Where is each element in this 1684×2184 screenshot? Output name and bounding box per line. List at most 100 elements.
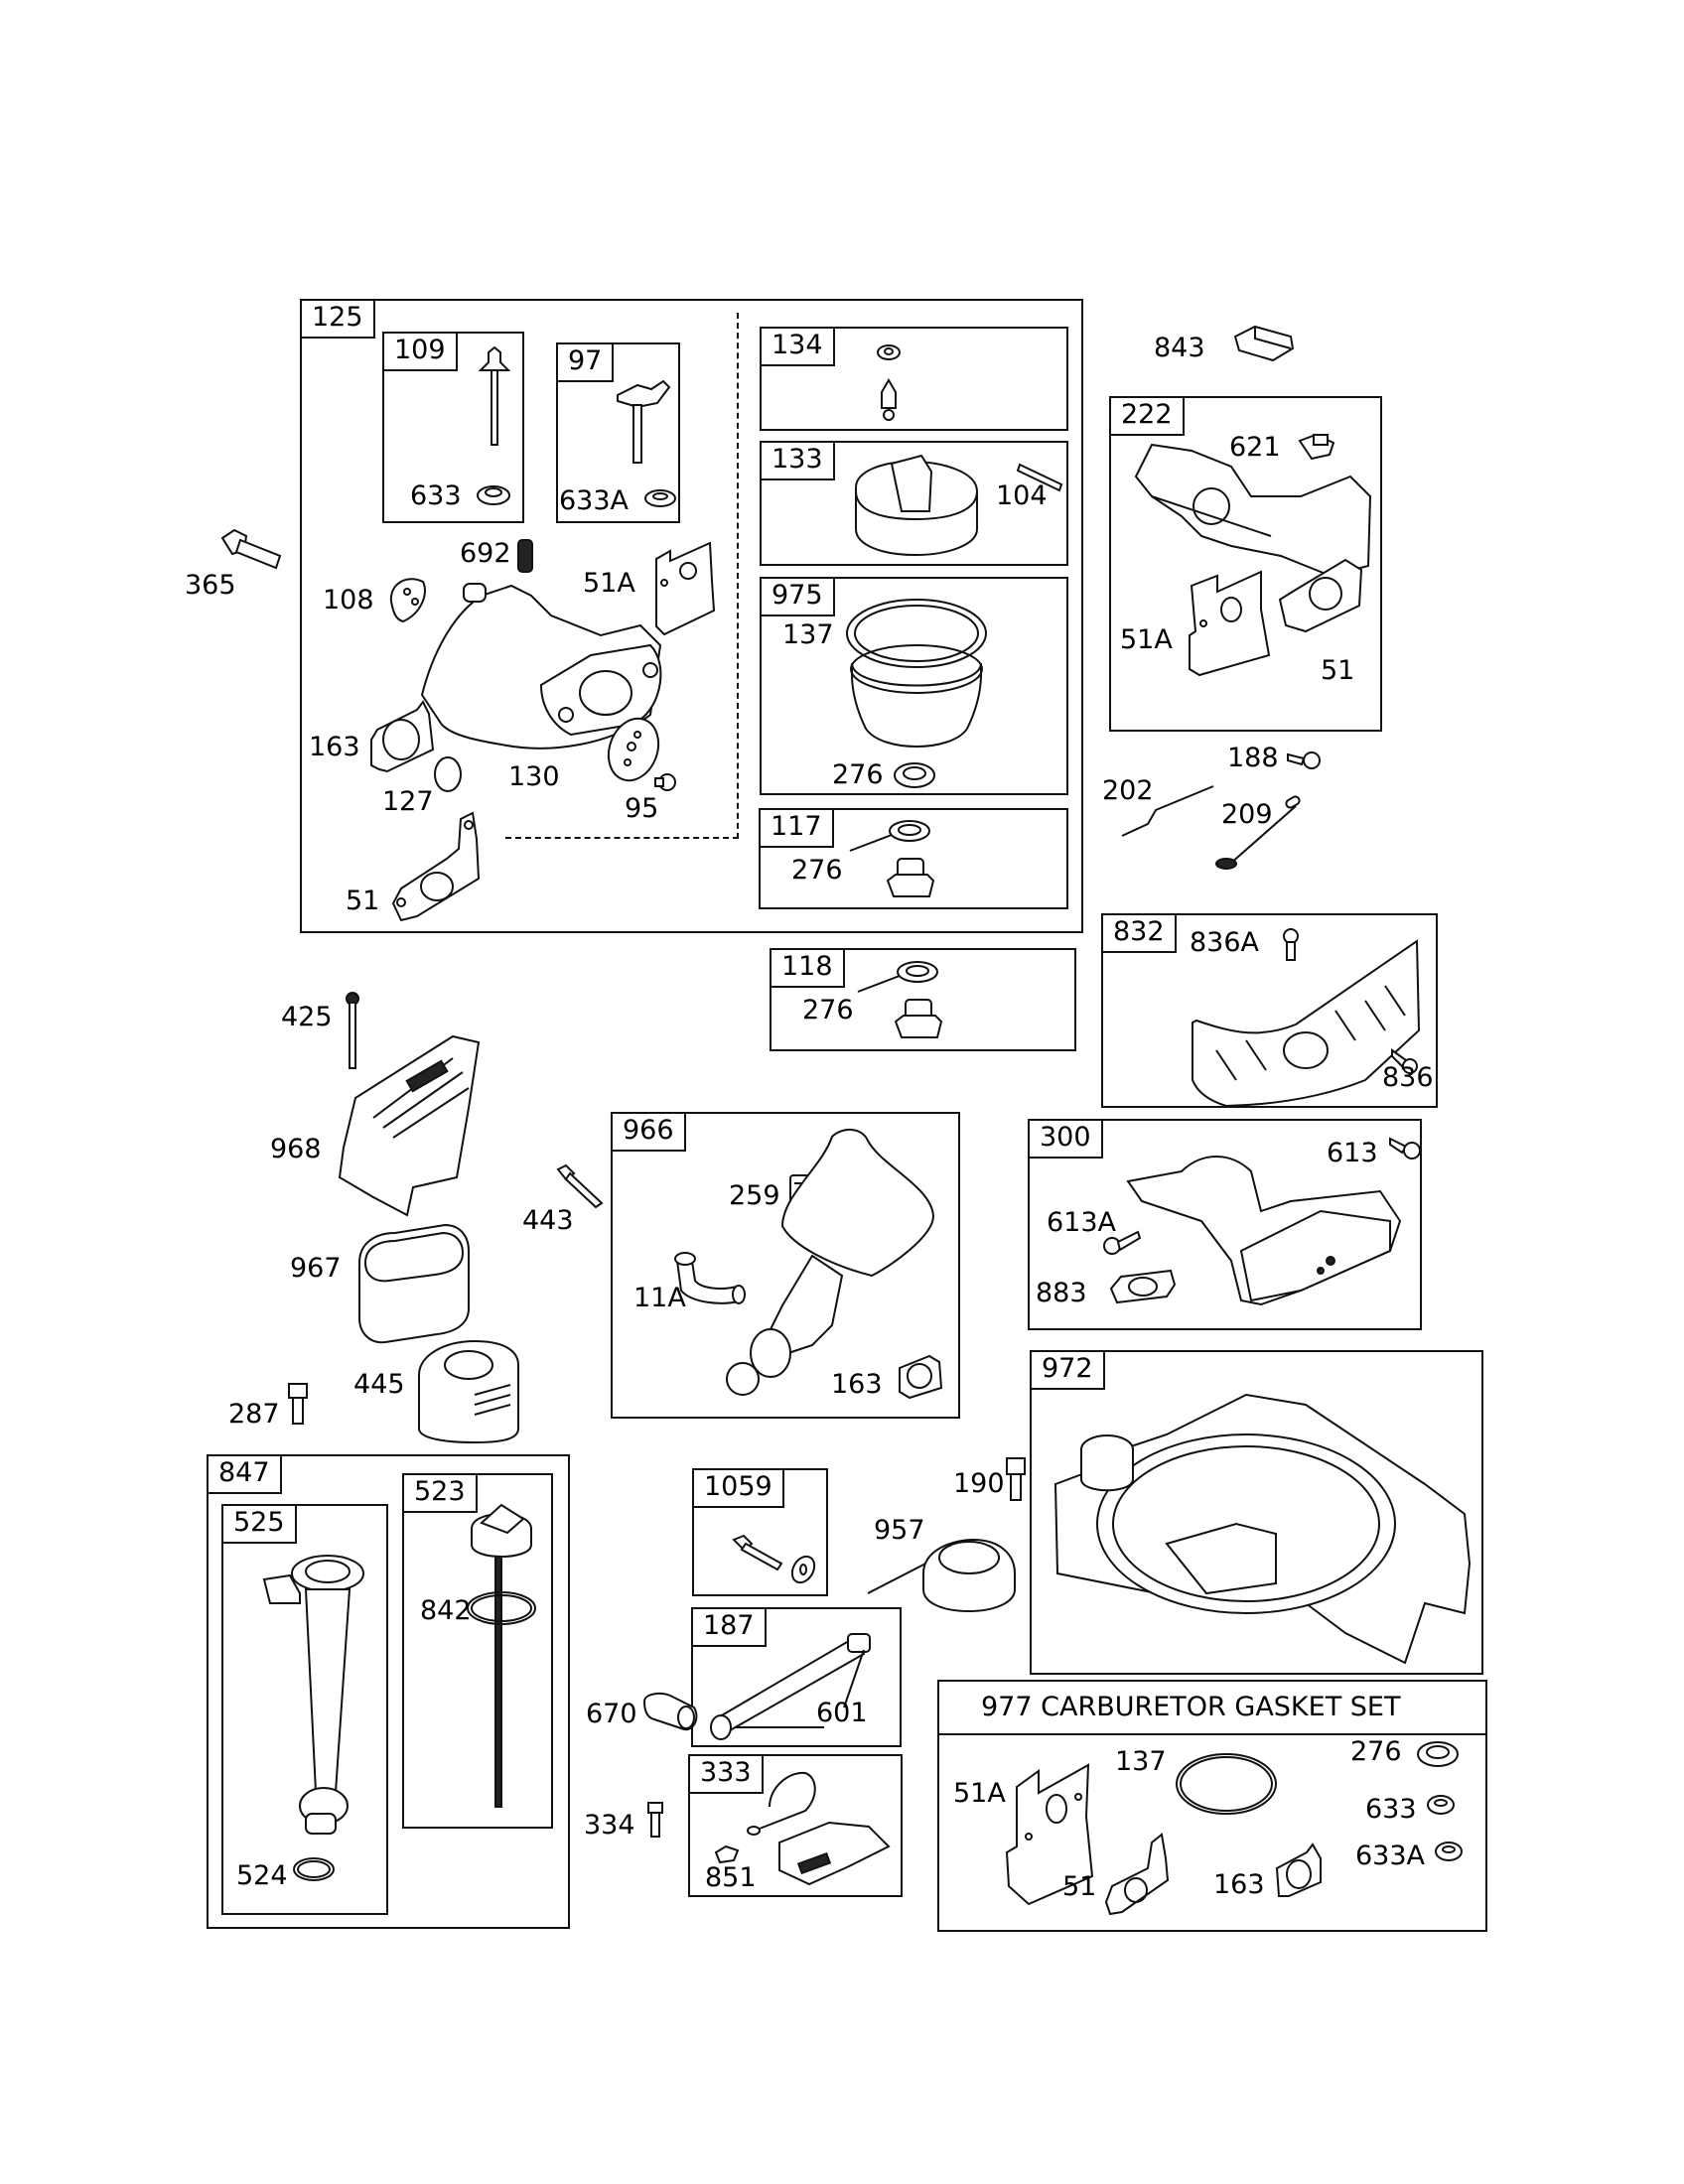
part-label-621: 621 <box>1229 432 1281 463</box>
screw-334-icon <box>647 1802 663 1838</box>
group-118-box: 118 <box>770 948 1076 1051</box>
part-label-957: 957 <box>874 1515 925 1546</box>
group-134-ref: 134 <box>760 327 835 366</box>
part-label-190: 190 <box>953 1468 1005 1499</box>
part-label-425: 425 <box>281 1002 333 1032</box>
part-label-163-966: 163 <box>831 1369 883 1400</box>
fuel-line-187-icon <box>710 1633 871 1740</box>
group-972-ref: 972 <box>1030 1350 1105 1390</box>
group-525-box: 525 <box>221 1504 388 1915</box>
group-1059-box: 1059 <box>692 1468 828 1596</box>
part-label-259: 259 <box>729 1180 780 1211</box>
part-label-633A: 633A <box>559 485 630 516</box>
part-label-670: 670 <box>586 1699 637 1729</box>
part-label-276-bowl: 276 <box>832 759 884 790</box>
group-109-box: 109 <box>382 332 524 523</box>
group-117-box: 117 <box>759 808 1068 909</box>
fuel-filter-670-icon <box>642 1693 698 1731</box>
group-109-ref: 109 <box>382 332 458 371</box>
fitting-365-icon <box>220 528 282 570</box>
part-label-445: 445 <box>353 1369 405 1400</box>
part-label-137-977: 137 <box>1115 1746 1167 1777</box>
group-975-ref: 975 <box>760 577 835 616</box>
seal-633-977-icon <box>1427 1795 1455 1815</box>
bolt-washer-1059-icon <box>732 1534 816 1584</box>
fuel-tank-972-icon <box>1053 1393 1472 1665</box>
inlet-needle-134-icon <box>877 344 901 421</box>
seal-633-icon <box>477 485 510 505</box>
o-ring-524-icon <box>293 1857 335 1881</box>
screw-613-icon <box>1389 1137 1421 1160</box>
part-label-276-118: 276 <box>802 995 854 1025</box>
plug-127-icon <box>434 756 462 792</box>
air-filter-445-icon <box>418 1339 519 1444</box>
float-pin-104-icon <box>1016 463 1063 492</box>
part-label-843: 843 <box>1154 333 1205 363</box>
clip-621-icon <box>1298 433 1335 461</box>
group-832-box: 832 <box>1101 913 1438 1108</box>
part-label-443: 443 <box>522 1205 574 1236</box>
bolt-287-icon <box>288 1383 308 1425</box>
float-133-icon <box>855 454 978 557</box>
part-label-51A: 51A <box>583 568 635 599</box>
bolt-443-icon <box>556 1163 604 1209</box>
gasket-51A-icon <box>655 541 716 636</box>
gasket-51A-977-icon <box>1005 1763 1094 1906</box>
group-125-box: 125 <box>300 299 1083 933</box>
part-label-95: 95 <box>625 793 659 824</box>
part-label-883: 883 <box>1036 1278 1087 1308</box>
dipstick-523-icon <box>471 1503 532 1808</box>
part-label-334: 334 <box>584 1810 635 1841</box>
group-187-box: 187 <box>691 1607 902 1747</box>
gasket-163-icon <box>370 700 435 773</box>
washer-276-977-icon <box>1417 1741 1459 1767</box>
diaphragm-108-icon <box>389 578 426 623</box>
part-label-968: 968 <box>270 1134 322 1164</box>
part-label-51A-222: 51A <box>1120 624 1173 655</box>
washer-276-icon <box>894 762 935 788</box>
part-label-51-222: 51 <box>1321 655 1355 686</box>
muffler-300-icon <box>1126 1156 1402 1306</box>
part-label-633A-977: 633A <box>1355 1841 1426 1871</box>
bowl-nut-118-icon <box>857 961 943 1038</box>
group-847-box: 847 <box>207 1454 570 1929</box>
bolt-190-icon <box>1006 1457 1026 1501</box>
part-label-276-117: 276 <box>791 855 843 886</box>
part-label-51A-977: 51A <box>953 1778 1006 1809</box>
part-label-613: 613 <box>1327 1138 1378 1168</box>
part-label-163-977: 163 <box>1213 1869 1265 1900</box>
spring-692-icon <box>517 539 533 573</box>
ignition-armature-333-icon <box>714 1771 891 1886</box>
diaphragm-130-icon <box>607 717 660 782</box>
part-label-108: 108 <box>323 585 374 615</box>
gasket-set-title: 977 CARBURETOR GASKET SET <box>939 1682 1485 1735</box>
part-label-51: 51 <box>346 886 380 916</box>
link-202-icon <box>1121 785 1214 837</box>
part-label-188: 188 <box>1227 743 1279 773</box>
group-97-ref: 97 <box>556 342 615 382</box>
part-label-209: 209 <box>1221 799 1273 830</box>
gasket-51A-222-icon <box>1189 570 1271 677</box>
air-cleaner-cover-968-icon <box>338 1034 481 1217</box>
seal-633A-977-icon <box>1435 1842 1463 1861</box>
group-523-ref: 523 <box>402 1473 478 1513</box>
o-ring-137-977-icon <box>1176 1753 1277 1815</box>
screw-188-icon <box>1287 751 1321 769</box>
part-label-524: 524 <box>236 1860 288 1891</box>
part-label-276-977: 276 <box>1350 1736 1402 1767</box>
group-187-ref: 187 <box>691 1607 767 1647</box>
gasket-51-222-icon <box>1278 558 1363 633</box>
carburetor-bowl-dashed-outline <box>505 313 739 839</box>
seal-633A-icon <box>644 489 676 507</box>
group-300-box: 300 <box>1028 1119 1422 1330</box>
dipstick-tube-525-icon <box>262 1555 364 1835</box>
screw-836A-icon <box>1283 928 1299 961</box>
fuel-cap-957-icon <box>867 1538 1016 1613</box>
part-label-836: 836 <box>1382 1062 1434 1093</box>
part-label-287: 287 <box>228 1399 280 1430</box>
choke-shaft-icon <box>478 345 511 446</box>
part-label-851: 851 <box>705 1862 757 1893</box>
group-847-ref: 847 <box>207 1454 282 1494</box>
group-523-box: 523 <box>402 1473 553 1829</box>
